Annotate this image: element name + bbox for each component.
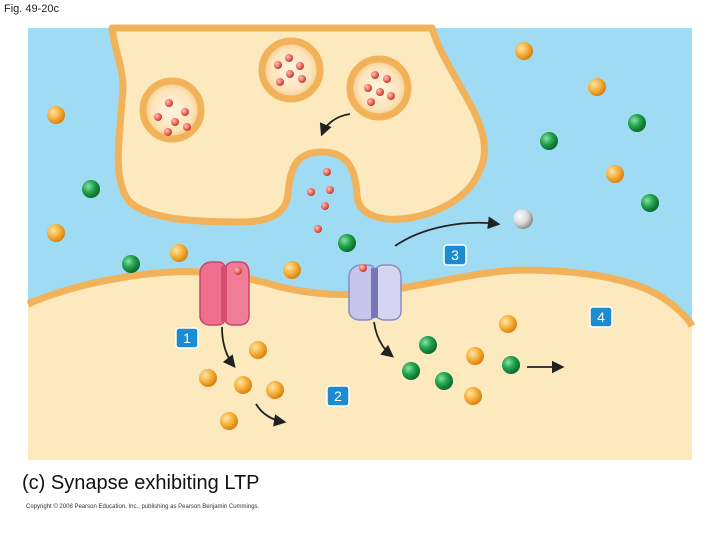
calcium-ions bbox=[47, 42, 624, 430]
step-badge-2: 2 bbox=[326, 385, 350, 407]
vesicle bbox=[139, 77, 205, 143]
figure-label: Fig. 49-20c bbox=[4, 3, 60, 15]
svg-text:1: 1 bbox=[183, 330, 191, 346]
svg-text:2: 2 bbox=[334, 388, 342, 404]
sodium-ions bbox=[82, 114, 659, 390]
svg-text:3: 3 bbox=[451, 247, 459, 263]
svg-text:4: 4 bbox=[597, 309, 605, 325]
receptor-purple bbox=[348, 264, 402, 321]
flow-arrows bbox=[221, 113, 565, 427]
vesicle bbox=[346, 55, 412, 121]
step-badge-3: 3 bbox=[443, 244, 467, 266]
vesicle bbox=[258, 37, 324, 103]
retrograde-messenger bbox=[513, 209, 533, 229]
neurotransmitter-release bbox=[307, 168, 334, 233]
copyright-notice: Copyright © 2008 Pearson Education, Inc.… bbox=[26, 504, 260, 510]
step-badge-1: 1 bbox=[175, 327, 199, 349]
figure-caption: (c) Synapse exhibiting LTP bbox=[22, 472, 260, 494]
postsynaptic-cell bbox=[28, 270, 692, 460]
receptor-pink bbox=[199, 261, 250, 326]
step-badge-4: 4 bbox=[589, 306, 613, 328]
